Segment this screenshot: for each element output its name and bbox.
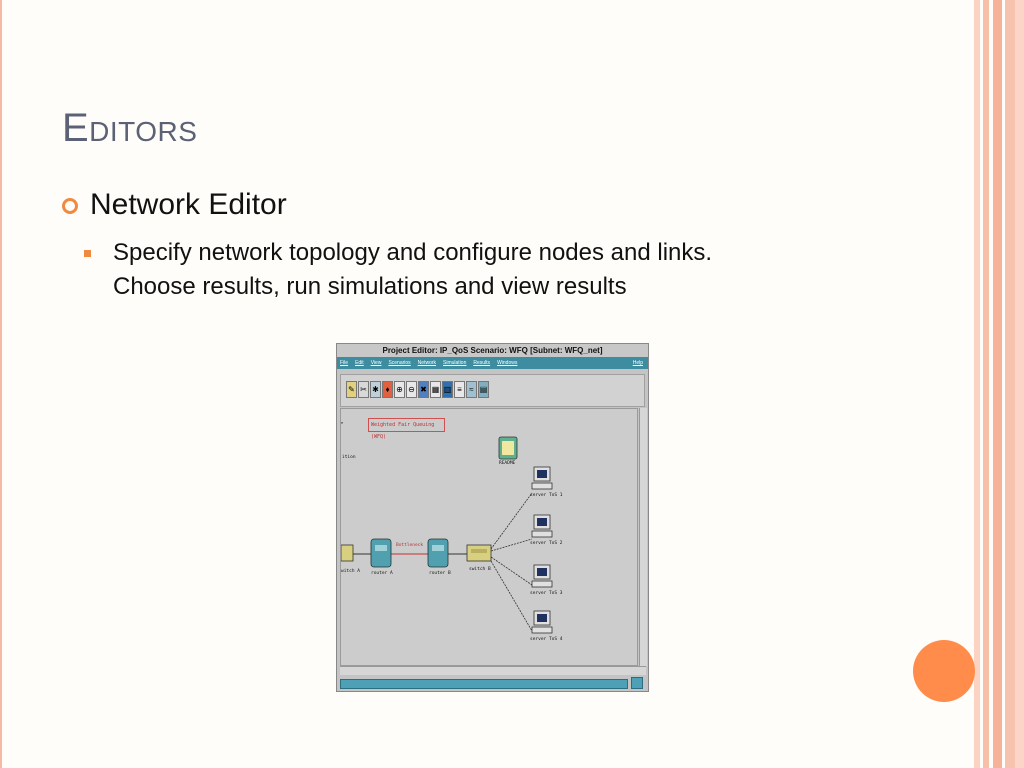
menu-network[interactable]: Network	[417, 360, 437, 366]
server-2-icon	[531, 514, 553, 538]
menu-simulation[interactable]: Simulation	[443, 360, 467, 366]
animation-icon[interactable]: ≈	[466, 381, 477, 398]
menu-results[interactable]: Results	[473, 360, 491, 366]
subbullet-line-1: Specify network topology and configure n…	[113, 239, 713, 266]
readme-label: README	[499, 461, 516, 466]
configure-icon[interactable]: ✖	[418, 381, 429, 398]
link-tool-icon[interactable]: ✂	[358, 381, 369, 398]
switch-a-label: witch A	[341, 569, 360, 574]
subbullet-line-2: Choose results, run simulations and view…	[113, 273, 627, 300]
readme-icon	[498, 436, 518, 460]
results-graph-icon[interactable]: ≡	[454, 381, 465, 398]
zoom-in-icon[interactable]: ⊕	[394, 381, 405, 398]
server-3-label: server ToS 3	[530, 591, 563, 596]
server-4-icon	[531, 610, 553, 634]
router-a-icon	[370, 538, 392, 568]
switch-b-icon	[466, 544, 492, 562]
square-bullet-icon	[84, 250, 91, 257]
left-edge-line	[0, 0, 2, 768]
menu-help[interactable]: Help	[632, 360, 643, 366]
left-mark: ▸	[341, 421, 344, 426]
toolbar: ✎ ✂ ✱ ♦ ⊕ ⊖ ✖ ▦ ▥ ≡ ≈ ▤	[340, 374, 645, 407]
subbullet: Specify network topology and configure n…	[84, 236, 844, 304]
topology-links	[341, 436, 553, 634]
bottleneck-label: Bottleneck	[396, 543, 424, 548]
vertical-scrollbar[interactable]	[639, 408, 647, 666]
slide-title: Editors	[62, 106, 198, 150]
project-editor-screenshot: Project Editor: IP_QoS Scenario: WFQ [Su…	[336, 343, 649, 692]
left-fragment-text: ition	[342, 455, 356, 460]
topology-tool-icon[interactable]: ✱	[370, 381, 381, 398]
network-canvas[interactable]: Weighted Fair Queuing (WFQ) ition ▸	[340, 408, 638, 666]
menu-file[interactable]: File	[340, 360, 349, 366]
palette-tool-icon[interactable]: ✎	[346, 381, 357, 398]
decorative-stripes	[974, 0, 1024, 768]
menu-windows[interactable]: Windows	[497, 360, 518, 366]
router-b-icon	[427, 538, 449, 568]
status-bar	[340, 679, 628, 689]
window-title: Project Editor: IP_QoS Scenario: WFQ [Su…	[337, 344, 648, 357]
menu-edit[interactable]: Edit	[355, 360, 364, 366]
router-a-label: router A	[371, 571, 393, 576]
switch-b-label: switch B	[469, 567, 491, 572]
server-2-label: server ToS 2	[530, 541, 563, 546]
ring-bullet-icon	[62, 198, 78, 214]
switch-a-icon	[341, 544, 354, 562]
server-4-label: server ToS 4	[530, 637, 563, 642]
status-button[interactable]	[631, 677, 643, 689]
router-b-label: router B	[429, 571, 451, 576]
horizontal-scrollbar[interactable]	[340, 666, 646, 675]
menu-bar: File Edit View Scenarios Network Simulat…	[337, 357, 648, 369]
run-simulation-icon[interactable]: ▦	[430, 381, 441, 398]
server-3-icon	[531, 564, 553, 588]
accent-circle	[913, 640, 975, 702]
view-results-icon[interactable]: ▥	[442, 381, 453, 398]
menu-view[interactable]: View	[370, 360, 382, 366]
failure-tool-icon[interactable]: ♦	[382, 381, 393, 398]
bullet-network-editor: Network Editor	[62, 188, 287, 222]
web-report-icon[interactable]: ▤	[478, 381, 489, 398]
annotation-label: Weighted Fair Queuing (WFQ)	[368, 418, 445, 440]
bullet-text: Network Editor	[90, 188, 287, 221]
menu-scenarios[interactable]: Scenarios	[388, 360, 411, 366]
zoom-out-icon[interactable]: ⊖	[406, 381, 417, 398]
server-1-label: server ToS 1	[530, 493, 563, 498]
server-1-icon	[531, 466, 553, 490]
